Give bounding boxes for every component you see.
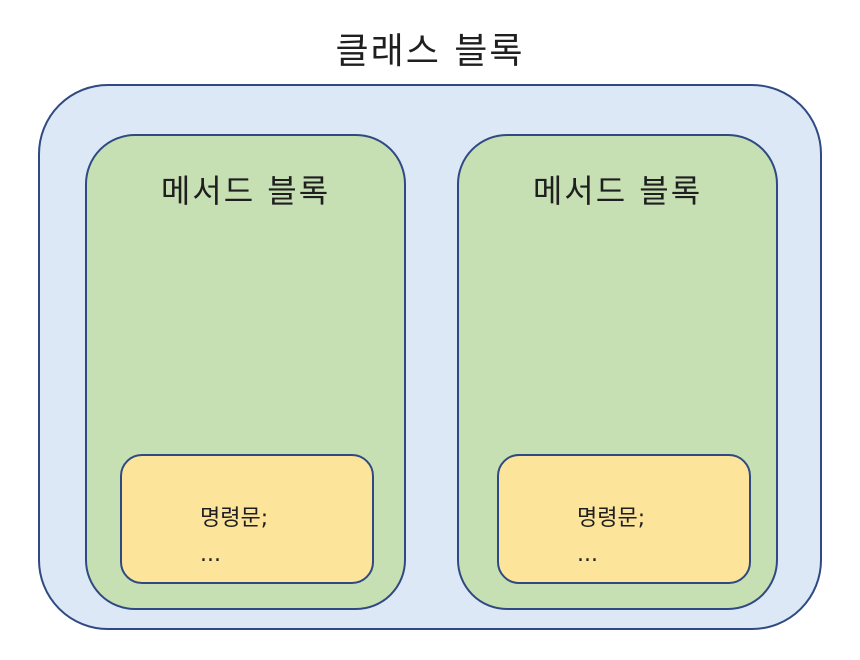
- statement-line: 명령문;: [200, 506, 269, 531]
- class-block-title: 클래스 블록: [335, 31, 525, 72]
- statement-block: 명령문; ...: [120, 454, 374, 584]
- statement-ellipsis: ...: [200, 542, 221, 567]
- method-block-title: 메서드 블록: [160, 172, 331, 210]
- statement-line: 명령문;: [577, 506, 646, 531]
- statement-block: 명령문; ...: [497, 454, 751, 584]
- method-block-1: 메서드 블록 명령문; ...: [85, 134, 406, 610]
- statement-ellipsis: ...: [577, 542, 598, 567]
- method-block-title: 메서드 블록: [532, 172, 703, 210]
- method-block-2: 메서드 블록 명령문; ...: [457, 134, 778, 610]
